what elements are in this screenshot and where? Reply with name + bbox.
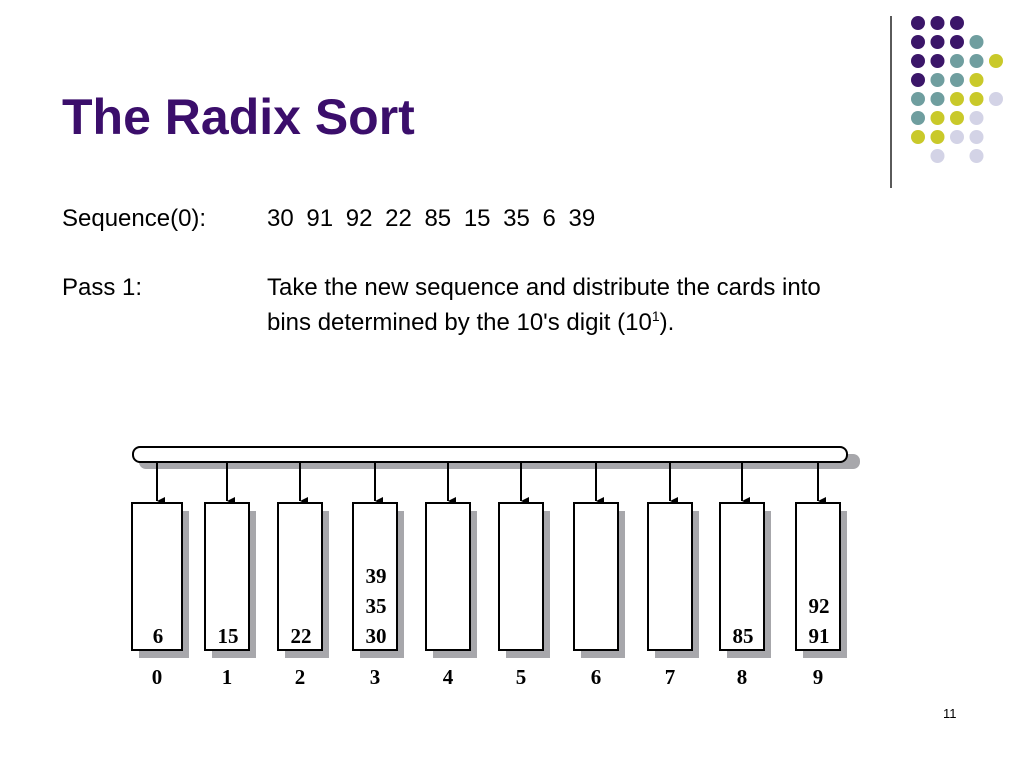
bin-4 (425, 502, 471, 651)
pass-description-text: bins determined by the 10's digit (10 (267, 309, 652, 336)
pass-description-end: ). (659, 309, 675, 336)
pass-label: Pass 1: (62, 274, 143, 301)
bin-label-1: 1 (222, 665, 233, 689)
bin-7 (647, 502, 693, 651)
bin-item: 91 (809, 624, 830, 648)
bin-1 (204, 502, 250, 651)
bin-label-8: 8 (737, 665, 748, 689)
bin-item: 15 (218, 624, 239, 648)
bin-item: 6 (153, 624, 164, 648)
slide-title: The Radix Sort (62, 89, 415, 145)
bin-8 (719, 502, 765, 651)
bin-item: 85 (733, 624, 754, 648)
pass-description-line1: Take the new sequence and distribute the… (267, 274, 821, 301)
bin-label-5: 5 (516, 665, 527, 689)
bin-3 (352, 502, 398, 651)
bin-label-3: 3 (370, 665, 381, 689)
bin-label-0: 0 (152, 665, 163, 689)
pass-description-line2: bins determined by the 10's digit (101). (267, 306, 967, 340)
decorative-divider (890, 16, 892, 188)
slide-number: 11 (943, 706, 957, 721)
bin-label-7: 7 (665, 665, 676, 689)
bin-item: 22 (291, 624, 312, 648)
bin-label-9: 9 (813, 665, 824, 689)
bin-2 (277, 502, 323, 651)
bin-item: 92 (809, 594, 830, 618)
bin-6 (573, 502, 619, 651)
bin-item: 39 (366, 564, 387, 588)
bin-label-2: 2 (295, 665, 306, 689)
bin-item: 35 (366, 594, 387, 618)
bin-label-6: 6 (591, 665, 602, 689)
bin-5 (498, 502, 544, 651)
bin-0 (131, 502, 183, 651)
sequence-values: 30 91 92 22 85 15 35 6 39 (267, 205, 596, 232)
bin-item: 30 (366, 624, 387, 648)
bin-9 (795, 502, 841, 651)
bin-label-4: 4 (443, 665, 454, 689)
sequence-label: Sequence(0): (62, 205, 207, 232)
exponent: 1 (651, 308, 660, 324)
distribution-bar (132, 446, 848, 463)
